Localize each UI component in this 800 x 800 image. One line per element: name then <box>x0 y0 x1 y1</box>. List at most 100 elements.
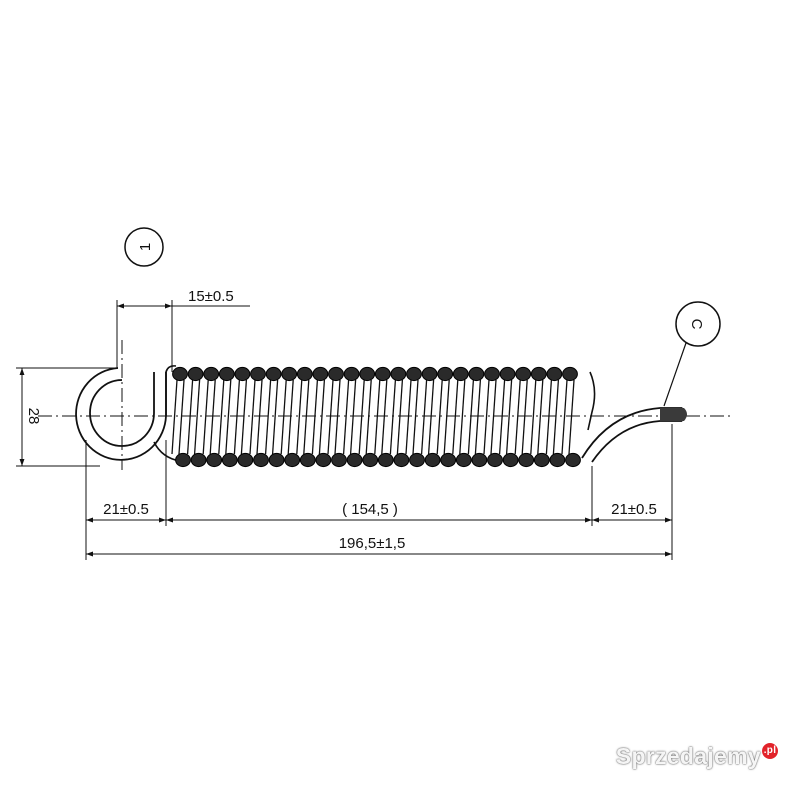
coil-turn-line <box>381 379 388 455</box>
coil-wire-section-bottom <box>190 452 207 468</box>
coil-turn-line <box>358 379 365 455</box>
coil-wire-section-bottom <box>315 452 332 468</box>
coil-turn-line <box>452 379 459 455</box>
coil-wire-section-bottom <box>206 452 223 468</box>
coil-turn-line <box>483 379 490 455</box>
coil-turn-line <box>396 379 404 455</box>
coil-turn-line <box>171 379 178 455</box>
coil-turn-line <box>218 379 225 455</box>
coil-wire-section-top <box>390 366 407 382</box>
coil-turn-line <box>178 379 185 455</box>
callout-1-label: 1 <box>137 243 154 251</box>
coil-wire-section-bottom <box>331 452 347 468</box>
left-hook-to-coil <box>165 365 177 416</box>
coil-turn-line <box>342 379 350 455</box>
coil-turn-line <box>537 379 544 455</box>
coil-wire-section-top <box>468 366 485 382</box>
coil-turn-line <box>530 379 537 455</box>
coil-wire-section-top <box>515 366 532 382</box>
watermark-text: Sprzedajemy <box>615 743 761 769</box>
coil-turn-line <box>420 379 428 455</box>
coil-wire-section-top <box>187 366 204 382</box>
coil-turn-line <box>552 379 560 455</box>
coil-turn-line <box>514 379 521 455</box>
coil-wire-section-top <box>546 366 563 382</box>
coil-turn-line <box>427 379 435 455</box>
coil-turn-line <box>467 379 475 455</box>
coil-wire-section-bottom <box>487 452 503 468</box>
coil-turn-line <box>490 379 497 455</box>
coil-turn-line <box>498 379 506 455</box>
sprzedajemy-watermark: Sprzedajemy.pl <box>616 743 778 770</box>
coil-wire-section-bottom <box>299 452 316 468</box>
coil-turn-line <box>256 379 263 455</box>
coil-wire-section-top <box>406 366 422 382</box>
coil-wire-section-bottom <box>393 452 410 468</box>
coil-wire-section-top <box>296 366 313 382</box>
coil-turn-line <box>240 379 248 455</box>
right-end-dim-text: 21±0.5 <box>611 501 657 518</box>
coil-turn-line <box>318 379 326 455</box>
coil-turn-line <box>209 379 216 455</box>
overall-length-dim-text: 196,5±1,5 <box>339 535 406 552</box>
coil-turn-line <box>443 379 450 455</box>
coil-wire-section-bottom <box>471 452 488 468</box>
coil-turn-line <box>365 379 372 455</box>
coil-wire-section-bottom <box>268 452 285 468</box>
coil-wire-section-bottom <box>565 452 581 468</box>
coil-wire-section-bottom <box>346 452 363 468</box>
coil-turn-line <box>327 379 334 455</box>
coil-wire-section-top <box>234 366 251 382</box>
coil-wire-section-bottom <box>377 452 394 468</box>
coil-turn-line <box>521 379 528 455</box>
coil-wire-section-top <box>359 366 376 382</box>
coil-wire-section-top <box>499 366 516 382</box>
coil-wire-section-top <box>562 366 578 382</box>
coil-wire-section-top <box>452 366 469 382</box>
coil-turn-line <box>505 379 513 455</box>
watermark-pl-badge: .pl <box>762 743 778 759</box>
coil-wire-section-bottom <box>455 452 472 468</box>
coil-wire-section-bottom <box>221 452 238 468</box>
coil-turn-line <box>436 379 443 455</box>
coil-turn-line <box>568 379 575 455</box>
body-length-dim-text: ( 154,5 ) <box>342 501 398 518</box>
coil-wire-section-bottom <box>409 452 425 468</box>
callout-1-circle <box>124 227 164 267</box>
coil-wire-section-bottom <box>549 452 566 468</box>
coil-wire-section-top <box>374 366 391 382</box>
coil-turn-line <box>193 379 201 455</box>
coil-turn-line <box>202 379 209 455</box>
coil-turn-line <box>303 379 310 455</box>
coil-wire-section-bottom <box>424 452 441 468</box>
coil-wire-section-top <box>250 366 266 382</box>
coil-turn-line <box>225 379 232 455</box>
coil-wire-section-top <box>484 366 500 382</box>
coil-body <box>171 366 581 468</box>
coil-turn-line <box>374 379 381 455</box>
coil-turn-line <box>334 379 341 455</box>
coil-turn-line <box>561 379 568 455</box>
right-tail-lower <box>591 420 682 463</box>
right-tail-hatched-end <box>660 408 687 421</box>
coil-turn-line <box>264 379 272 455</box>
coil-wire-section-bottom <box>175 452 191 468</box>
coil-turn-line <box>280 379 287 455</box>
coil-wire-section-top <box>343 366 360 382</box>
coil-turn-line <box>412 379 419 455</box>
left-hook-inner <box>89 372 155 447</box>
coil-wire-section-top <box>437 366 454 382</box>
coil-turn-line <box>271 379 279 455</box>
coil-wire-section-top <box>218 366 235 382</box>
coil-turn-line <box>249 379 256 455</box>
coil-turn-line <box>296 379 303 455</box>
coil-wire-section-bottom <box>502 452 519 468</box>
coil-wire-section-top <box>281 366 298 382</box>
left-hook-outer <box>75 367 167 461</box>
coil-wire-section-bottom <box>533 452 550 468</box>
coil-wire-section-top <box>421 366 438 382</box>
coil-turn-line <box>545 379 553 455</box>
right-end-transition <box>587 371 596 431</box>
coil-wire-section-bottom <box>237 452 254 468</box>
coil-wire-section-top <box>265 366 282 382</box>
